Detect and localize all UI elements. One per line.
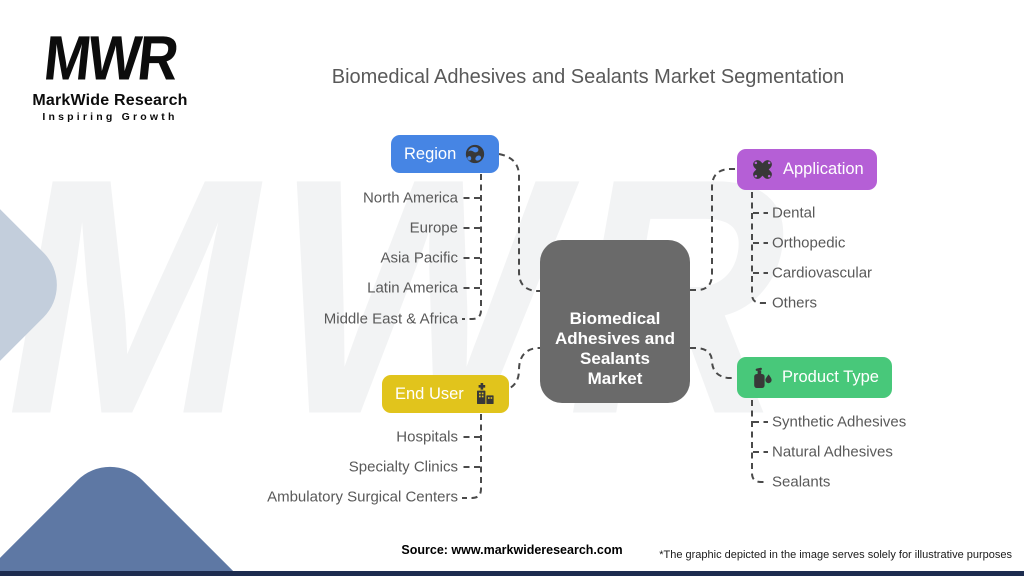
globe-icon [466,144,485,164]
leaf-region-mea: Middle East & Africa [323,310,458,328]
leaf-region-latin-america: Latin America [367,279,458,297]
center-market-node: Biomedical Adhesives and Sealants Market [540,240,690,403]
leaf-application-orthopedic: Orthopedic [772,234,846,252]
leaf-application-cardiovascular: Cardiovascular [772,264,873,282]
disclaimer-text: *The graphic depicted in the image serve… [659,549,1012,561]
branch-node-region: Region [391,135,500,173]
decor-bottom-strip [0,571,1024,576]
leaf-application-dental: Dental [772,204,816,222]
leaf-application-others: Others [772,294,818,312]
bandage-icon [753,160,772,179]
logo-name: MarkWide Research [32,92,188,109]
leaf-enduser-specialty-clinics: Specialty Clinics [348,458,458,476]
leaf-enduser-hospitals: Hospitals [396,428,458,446]
page-title: Biomedical Adhesives and Sealants Market… [331,66,845,88]
branch-node-enduser: End User [382,375,509,413]
markwide-logo: MWR MarkWide Research Inspiring Growth [26,22,194,123]
logo-tagline: Inspiring Growth [42,111,178,123]
branch-node-region-label: Region [404,144,457,163]
branch-node-application: Application [737,149,877,190]
source-text: Source: www.markwideresearch.com [401,543,623,557]
hospital-icon [476,383,494,404]
leaf-product-sealants: Sealants [772,473,831,491]
branch-node-application-label: Application [783,160,864,178]
leaf-product-natural: Natural Adhesives [772,443,893,461]
branch-node-enduser-label: End User [395,384,464,403]
branch-node-product-label: Product Type [782,368,879,386]
leaf-region-asia-pacific: Asia Pacific [380,249,458,267]
glue-bottle-icon [754,367,772,388]
leaf-region-north-america: North America [362,189,458,207]
logo-acronym: MWR [40,22,180,93]
leaf-enduser-ambulatory: Ambulatory Surgical Centers [267,488,458,506]
branch-node-product: Product Type [737,357,892,398]
leaf-region-europe: Europe [409,219,458,237]
leaf-product-synthetic: Synthetic Adhesives [772,413,907,431]
